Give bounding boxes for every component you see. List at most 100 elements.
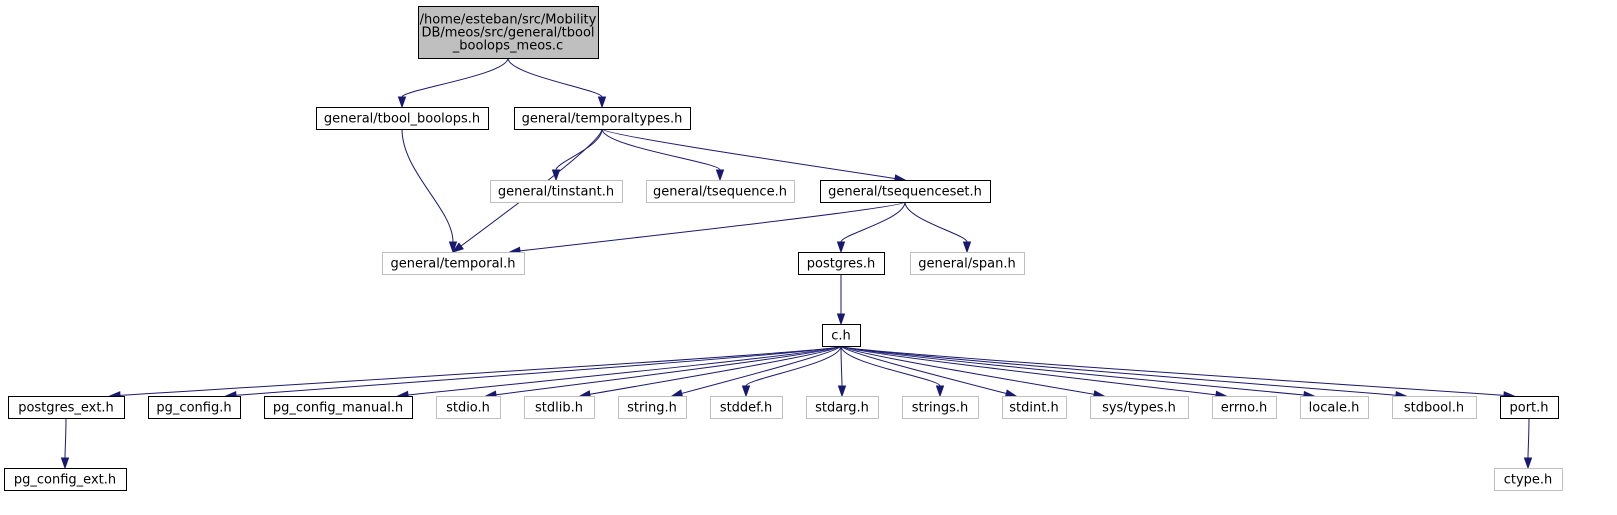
edge-root-to-temporaltypes: [507, 57, 607, 109]
node-label: stdint.h: [1009, 401, 1058, 416]
node-label: stdbool.h: [1404, 401, 1464, 416]
edge-line: [407, 345, 842, 396]
node-stdbool[interactable]: stdbool.h: [1392, 396, 1477, 419]
node-label: _boolops_meos.c: [452, 39, 563, 54]
node-label: postgres.h: [807, 257, 876, 272]
edge-line: [495, 345, 842, 396]
edge-line: [555, 128, 603, 171]
node-ctype[interactable]: ctype.h: [1494, 468, 1563, 491]
edge-postgres-ext-to-pg-config-ext: [60, 417, 70, 470]
edge-line: [119, 345, 842, 396]
node-box: [436, 396, 501, 419]
arrowhead: [448, 241, 458, 254]
node-box: [806, 396, 879, 419]
node-string[interactable]: string.h: [618, 396, 687, 419]
node-box: [8, 396, 125, 419]
edge-port-to-ctype: [1523, 417, 1533, 470]
node-pg-config[interactable]: pg_config.h: [148, 396, 241, 419]
node-box: [418, 6, 599, 59]
node-temporal[interactable]: general/temporal.h: [382, 252, 525, 275]
node-port[interactable]: port.h: [1500, 396, 1559, 419]
node-label: strings.h: [912, 401, 968, 416]
node-tsequence[interactable]: general/tsequence.h: [646, 180, 795, 203]
node-sys-types[interactable]: sys/types.h: [1090, 396, 1189, 419]
node-c[interactable]: c.h: [822, 324, 861, 347]
edge-temporaltypes-to-tinstant: [551, 128, 603, 182]
node-label: pg_config_manual.h: [273, 401, 403, 416]
node-span[interactable]: general/span.h: [910, 252, 1025, 275]
edge-tbool-boolops-to-temporal: [401, 128, 458, 254]
node-stdint[interactable]: stdint.h: [1002, 396, 1067, 419]
node-pg-config-ext[interactable]: pg_config_ext.h: [4, 468, 127, 491]
edge-line: [401, 57, 509, 98]
node-tbool-boolops[interactable]: general/tbool_boolops.h: [316, 107, 489, 130]
node-label: errno.h: [1221, 401, 1268, 416]
node-postgres[interactable]: postgres.h: [798, 252, 885, 275]
node-stddef[interactable]: stddef.h: [710, 396, 783, 419]
node-label: locale.h: [1309, 401, 1360, 416]
node-root[interactable]: /home/esteban/src/MobilityDB/meos/src/ge…: [418, 6, 599, 59]
node-box: [148, 396, 241, 419]
edge-line: [840, 201, 906, 243]
node-label: stdlib.h: [535, 401, 583, 416]
node-stdio[interactable]: stdio.h: [436, 396, 501, 419]
edge-line: [401, 128, 454, 243]
arrowhead: [837, 385, 847, 398]
arrowhead: [551, 169, 561, 182]
node-box: [1090, 396, 1189, 419]
node-box: [1494, 468, 1563, 491]
arrowhead: [1523, 457, 1533, 470]
node-box: [514, 107, 691, 130]
node-label: general/temporaltypes.h: [522, 112, 683, 127]
edge-line: [64, 417, 67, 459]
edge-tsequenceset-to-temporal: [508, 201, 906, 255]
node-strings[interactable]: strings.h: [902, 396, 979, 419]
node-label: ctype.h: [1504, 473, 1553, 488]
node-stdarg[interactable]: stdarg.h: [806, 396, 879, 419]
node-label: general/tinstant.h: [498, 185, 614, 200]
node-locale[interactable]: locale.h: [1300, 396, 1369, 419]
node-label: /home/esteban/src/Mobility: [420, 13, 597, 28]
node-box: [820, 180, 991, 203]
arrowhead: [1004, 389, 1018, 398]
edge-line: [840, 345, 941, 387]
node-tsequenceset[interactable]: general/tsequenceset.h: [820, 180, 991, 203]
arrowhead: [715, 169, 725, 182]
node-temporaltypes[interactable]: general/temporaltypes.h: [514, 107, 691, 130]
node-pg-config-manual[interactable]: pg_config_manual.h: [264, 396, 413, 419]
node-box: [264, 396, 413, 419]
node-label: general/span.h: [918, 257, 1015, 272]
node-postgres-ext[interactable]: postgres_ext.h: [8, 396, 125, 419]
node-label: general/tsequenceset.h: [828, 185, 982, 200]
edge-line: [904, 201, 968, 243]
edge-line: [840, 345, 1217, 396]
edge-line: [519, 201, 906, 252]
edge-c-to-pg-config: [224, 345, 842, 400]
arrowhead: [670, 389, 684, 398]
node-tinstant[interactable]: general/tinstant.h: [490, 180, 623, 203]
node-label: pg_config_ext.h: [14, 473, 116, 488]
node-box: [798, 252, 885, 275]
node-box: [4, 468, 127, 491]
edge-line: [840, 345, 1007, 394]
node-label: general/tsequence.h: [653, 185, 787, 200]
arrowhead: [962, 241, 972, 254]
arrowhead: [397, 96, 407, 109]
node-label: pg_config.h: [156, 401, 231, 416]
node-stdlib[interactable]: stdlib.h: [524, 396, 595, 419]
node-label: stdio.h: [446, 401, 490, 416]
edge-line: [840, 345, 1397, 396]
arrowhead: [597, 96, 607, 109]
arrowhead: [836, 241, 846, 254]
edge-temporaltypes-to-tsequence: [601, 128, 725, 182]
node-box: [382, 252, 525, 275]
node-errno[interactable]: errno.h: [1212, 396, 1277, 419]
edge-line: [601, 128, 896, 179]
edge-c-to-stdio: [484, 345, 842, 399]
arrowhead: [935, 385, 945, 398]
edge-line: [840, 345, 1305, 396]
edge-line: [1527, 417, 1530, 459]
edge-c-to-stdarg: [837, 345, 847, 398]
node-box: [1300, 396, 1369, 419]
